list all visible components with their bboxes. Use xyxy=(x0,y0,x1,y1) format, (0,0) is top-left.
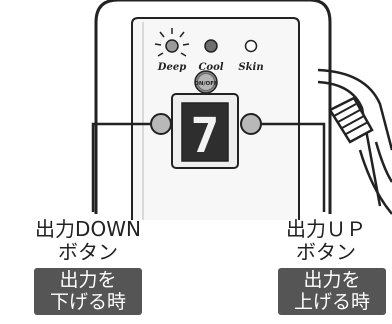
mode-indicator-cool xyxy=(204,39,218,53)
mode-indicator-skin xyxy=(244,39,258,53)
output-level-display: 7 xyxy=(171,93,239,169)
up-button-label: 出力ＵＰ xyxy=(286,217,366,241)
down-usage-badge: 出力を 下げる時 xyxy=(34,268,142,315)
power-button[interactable]: ON/OFF xyxy=(194,70,218,94)
up-usage-badge: 出力を 上げる時 xyxy=(278,268,386,315)
up-usage-badge-line1: 出力を xyxy=(303,269,361,291)
mode-indicator-deep xyxy=(154,28,190,57)
power-cable xyxy=(317,68,392,215)
down-button-label: 出力DOWN xyxy=(35,217,141,241)
mode-label-skin: Skin xyxy=(238,62,263,73)
power-button-label: ON/OFF xyxy=(194,81,218,87)
output-down-button[interactable] xyxy=(150,113,172,135)
down-usage-badge-line2: 下げる時 xyxy=(49,291,126,313)
up-usage-badge-line2: 上げる時 xyxy=(293,291,370,313)
down-button-label-line2: ボタン xyxy=(58,240,118,264)
mode-label-cool: Cool xyxy=(198,62,223,73)
output-up-button[interactable] xyxy=(240,113,262,135)
mode-label-deep: Deep xyxy=(157,62,186,73)
up-button-label-line2: ボタン xyxy=(296,240,356,264)
down-usage-badge-line1: 出力を xyxy=(59,269,117,291)
output-level-value: 7 xyxy=(191,108,220,164)
